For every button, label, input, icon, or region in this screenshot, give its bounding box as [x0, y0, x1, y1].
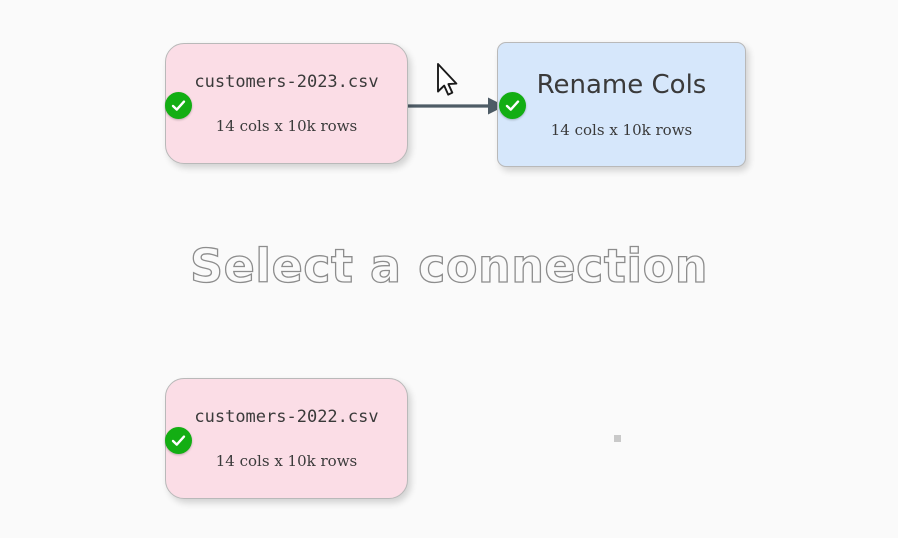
node-title: customers-2022.csv: [194, 406, 379, 427]
mouse-pointer-icon: [437, 63, 458, 96]
node-customers-2023[interactable]: customers-2023.csv 14 cols x 10k rows: [165, 43, 408, 164]
check-circle-icon: [171, 435, 186, 446]
check-circle-icon: [505, 100, 520, 111]
node-customers-2022[interactable]: customers-2022.csv 14 cols x 10k rows: [165, 378, 408, 499]
node-subtitle: 14 cols x 10k rows: [215, 116, 358, 135]
status-badge-customers-2023[interactable]: [165, 92, 192, 119]
overlay-prompt-text: Select a connection: [189, 238, 709, 293]
canvas-handle-marker[interactable]: [614, 435, 621, 442]
status-badge-customers-2022[interactable]: [165, 427, 192, 454]
status-badge-rename-cols[interactable]: [499, 92, 526, 119]
node-rename-cols[interactable]: Rename Cols 14 cols x 10k rows: [497, 42, 746, 167]
node-subtitle: 14 cols x 10k rows: [550, 120, 693, 139]
node-title: customers-2023.csv: [194, 71, 379, 92]
node-subtitle: 14 cols x 10k rows: [215, 451, 358, 470]
edge-customers2023-to-renamecols[interactable]: [404, 92, 508, 120]
node-title: Rename Cols: [536, 69, 707, 100]
check-circle-icon: [171, 100, 186, 111]
